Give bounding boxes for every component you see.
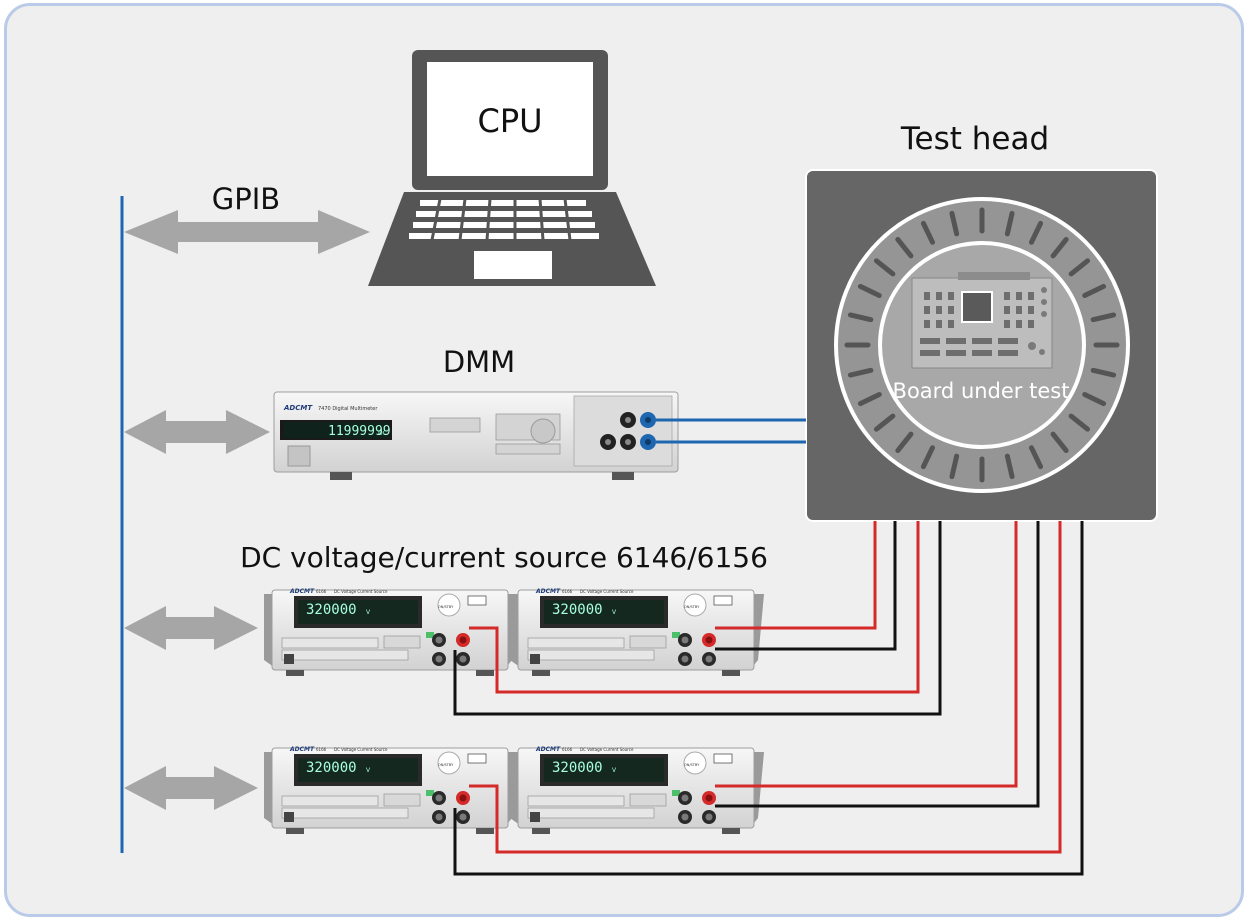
wire-1b-red — [715, 521, 877, 630]
source-1b-text: ADCMT 6166 DC Voltage Current Source 320… — [535, 588, 700, 618]
wire-1b-black — [715, 521, 897, 651]
ring-tick — [949, 453, 960, 480]
ring-tick — [1090, 312, 1117, 323]
ring-tick — [1050, 236, 1069, 259]
gpib-arrow-cpu — [124, 210, 370, 254]
dc-source-label: DC voltage/current source 6146/6156 — [240, 541, 768, 574]
dmm-unit: DC — [378, 430, 387, 437]
wire-2b-red — [715, 521, 1018, 788]
ring-tick — [920, 445, 936, 470]
source-button: ON/STBY — [684, 605, 700, 609]
source-brand: ADCMT — [289, 746, 315, 753]
ring-tick — [949, 210, 960, 237]
ring-tick — [1090, 367, 1117, 378]
dc-source-2b — [509, 747, 765, 835]
ring-tick — [847, 367, 874, 378]
gpib-arrow-source-1 — [124, 606, 258, 650]
source-unit: V — [612, 767, 617, 774]
dmm-reading: 11999999 — [328, 424, 391, 439]
wire-1a-black — [453, 521, 942, 716]
ring-tick — [1082, 283, 1107, 299]
source-unit: V — [366, 609, 371, 616]
wire-2a-black — [453, 521, 1084, 876]
ring-tick — [920, 220, 936, 245]
wire-1a-red — [469, 521, 920, 694]
board-label: Board under test — [893, 379, 1070, 403]
source-title: DC Voltage Current Source — [334, 747, 388, 752]
source-model: 6166 — [562, 747, 573, 752]
source-model: 6166 — [316, 589, 327, 594]
source-model: 6166 — [562, 589, 573, 594]
dc-source-1a — [263, 589, 519, 677]
cpu-label: CPU — [477, 102, 542, 140]
source-brand: ADCMT — [535, 588, 561, 595]
ring-tick — [1068, 413, 1091, 432]
ring-tick — [857, 283, 882, 299]
board-under-test — [911, 272, 1053, 369]
source-unit: V — [366, 767, 371, 774]
ring-tick — [895, 431, 914, 454]
source-button: ON/STBY — [438, 605, 454, 609]
ring-tick — [1050, 431, 1069, 454]
source-reading: 320000 — [306, 602, 357, 618]
source-title: DC Voltage Current Source — [580, 589, 634, 594]
gpib-arrow-source-2 — [124, 766, 258, 810]
test-head-label: Test head — [900, 121, 1049, 157]
laptop-icon — [368, 50, 656, 286]
ring-tick — [847, 312, 874, 323]
wire-2b-black — [715, 521, 1040, 808]
source-reading: 320000 — [552, 760, 603, 776]
source-1a-text: ADCMT 6166 DC Voltage Current Source 320… — [289, 588, 454, 618]
ring-tick — [1004, 210, 1015, 237]
source-2b-text: ADCMT 6166 DC Voltage Current Source 320… — [535, 746, 700, 776]
ring-tick — [1068, 258, 1091, 277]
ring-tick — [1004, 453, 1015, 480]
source-model: 6166 — [316, 747, 327, 752]
source-brand: ADCMT — [289, 588, 315, 595]
source-2a-text: ADCMT 6166 DC Voltage Current Source 320… — [289, 746, 454, 776]
source-button: ON/STBY — [684, 763, 700, 767]
source-title: DC Voltage Current Source — [580, 747, 634, 752]
gpib-arrow-dmm — [124, 410, 270, 454]
dmm-brand: ADCMT — [283, 404, 313, 412]
dmm-model: 7470 Digital Multimeter — [318, 406, 378, 412]
ring-tick — [895, 236, 914, 259]
source-unit: V — [612, 609, 617, 616]
source-reading: 320000 — [306, 760, 357, 776]
gpib-label: GPIB — [212, 182, 280, 216]
source-reading: 320000 — [552, 602, 603, 618]
source-button: ON/STBY — [438, 763, 454, 767]
ring-tick — [873, 258, 896, 277]
wire-2a-red — [469, 521, 1062, 854]
ring-tick — [1028, 445, 1044, 470]
dc-source-1b — [509, 589, 765, 677]
ring-tick — [873, 413, 896, 432]
source-brand: ADCMT — [535, 746, 561, 753]
source-title: DC Voltage Current Source — [334, 589, 388, 594]
ring-tick — [1028, 220, 1044, 245]
test-head-ring-ticks — [844, 207, 1120, 483]
ring-tick — [857, 391, 882, 407]
chip-icon — [961, 291, 993, 323]
ring-tick — [1082, 391, 1107, 407]
dc-source-2a — [263, 747, 519, 835]
dmm-label: DMM — [443, 345, 515, 379]
dmm-instrument — [273, 391, 679, 480]
